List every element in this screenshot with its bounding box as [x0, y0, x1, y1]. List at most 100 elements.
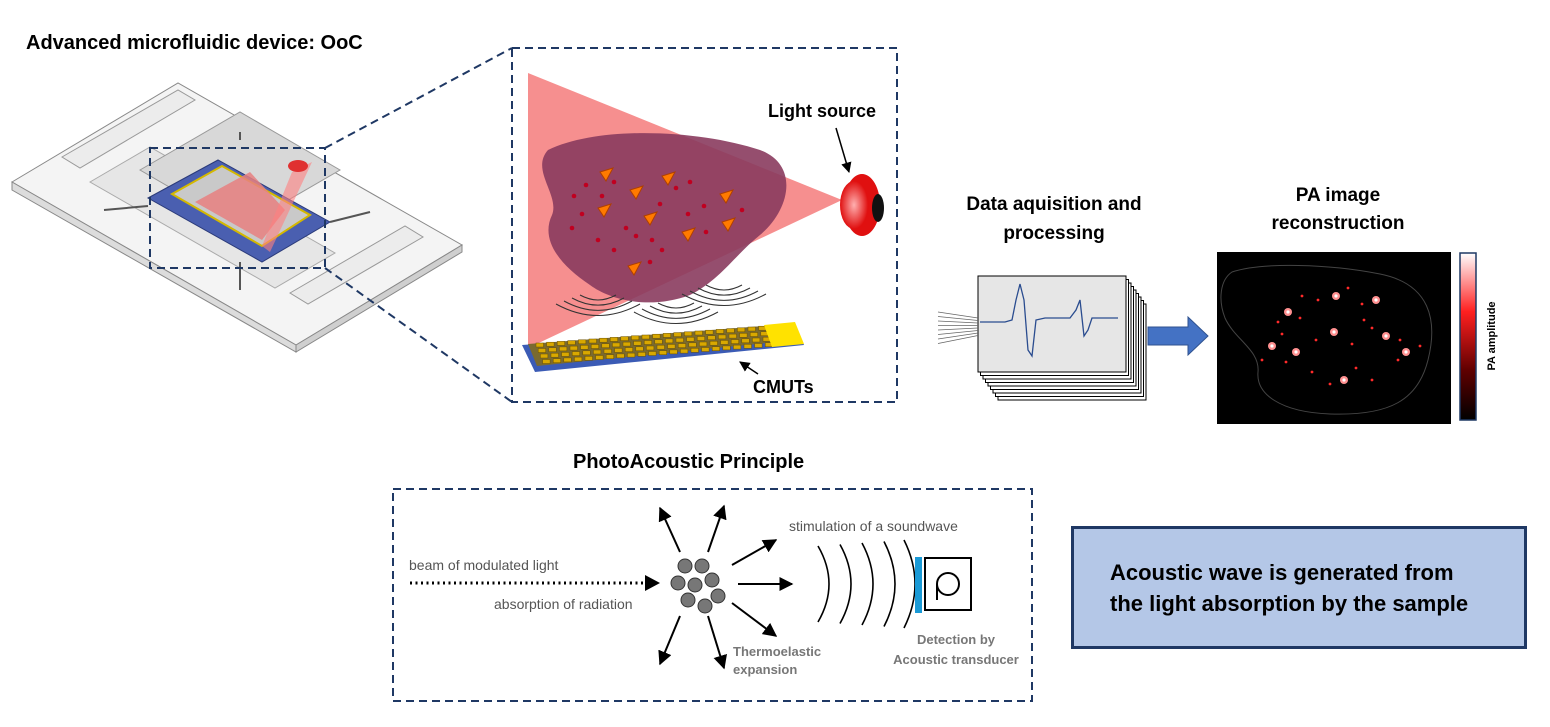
cmut-cell: [537, 348, 546, 353]
cmut-cell: [561, 352, 570, 357]
absorber-dot: [595, 237, 601, 243]
stimulation-label: stimulation of a soundwave: [789, 518, 958, 534]
cmut-cell: [595, 355, 604, 360]
pa-dot: [1276, 320, 1280, 324]
cell-icon: [719, 189, 735, 204]
cmut-cell: [658, 350, 667, 355]
channel-line: [937, 332, 979, 340]
pa-dot: [1418, 344, 1422, 348]
channel-line: [937, 320, 979, 324]
cmut-cell: [631, 335, 640, 341]
cmut-cell: [711, 346, 720, 351]
detection-label-line2: Acoustic transducer: [893, 652, 1019, 667]
absorber-dot: [685, 211, 691, 217]
pa-dot: [1370, 378, 1374, 382]
pa-dot: [1396, 358, 1400, 362]
cmut-cell: [720, 340, 729, 345]
cmut-cell: [548, 347, 557, 352]
pa-spot-core: [1286, 310, 1290, 314]
absorber-dot: [739, 207, 745, 213]
pa-spot-core: [1374, 298, 1378, 302]
cmut-cell: [715, 329, 724, 334]
cmut-cell: [662, 333, 671, 338]
cmut-array-icon: [522, 322, 804, 372]
cmut-cell: [605, 354, 614, 359]
cmut-cell: [648, 351, 657, 356]
zoom-panel: Light source CMUTs: [511, 47, 898, 403]
pa-dot: [1370, 326, 1374, 330]
note-text: Acoustic wave is generated from the ligh…: [1110, 557, 1468, 619]
pa-spot-core: [1384, 334, 1388, 338]
cmut-cell: [582, 350, 591, 356]
cmut-cell: [699, 341, 708, 347]
cmut-cell: [641, 334, 650, 340]
cmut-cell: [686, 337, 695, 342]
wave-arc: [633, 311, 719, 325]
cmut-cell: [542, 359, 551, 364]
cmut-cell: [601, 343, 610, 348]
microfluidic-device-icon: [11, 82, 463, 353]
cell-icon: [627, 261, 643, 276]
process-arrow-icon: [1147, 315, 1209, 357]
cmut-cell: [730, 339, 739, 344]
cell-icon: [643, 211, 659, 226]
cmut-cell: [614, 348, 623, 353]
wave-arc: [641, 308, 711, 319]
note-line1: Acoustic wave is generated from: [1110, 559, 1454, 585]
pa-image: [1217, 252, 1451, 424]
cmut-cell: [609, 337, 618, 342]
absorber-dot: [579, 211, 585, 217]
cell-icon: [721, 217, 737, 232]
cmut-cell: [616, 353, 625, 359]
signal-sheet-front: [977, 275, 1127, 373]
absorber-dot: [623, 225, 629, 231]
pa-dot: [1346, 286, 1350, 290]
cmut-cell: [540, 353, 549, 359]
absorber-dot: [701, 203, 707, 209]
transducer-icon: [915, 557, 972, 613]
cmut-cell: [635, 346, 644, 352]
absorber-dot: [647, 259, 653, 265]
cmut-cell: [705, 329, 714, 335]
cmut-cell: [694, 330, 703, 336]
cmut-cell: [559, 346, 568, 352]
cmut-cell: [556, 341, 565, 346]
pa-dot: [1360, 302, 1364, 306]
cmut-cell: [749, 332, 758, 337]
cmuts-label: CMUTs: [753, 377, 814, 397]
pa-spot-core: [1342, 378, 1346, 382]
cmut-cell: [728, 333, 737, 339]
cmut-cell: [688, 342, 697, 348]
principle-title: PhotoAcoustic Principle: [573, 451, 804, 473]
wave-arc: [555, 303, 641, 317]
wave-arc: [705, 284, 743, 291]
light-source-icon: [840, 174, 884, 236]
pa-dot: [1298, 316, 1302, 320]
thermo-label-line2: expansion: [733, 662, 797, 677]
channel-line: [937, 327, 979, 331]
absorber-dot: [657, 201, 663, 207]
cell-icon: [681, 227, 697, 242]
cmut-cell: [574, 356, 583, 362]
cmut-cell: [627, 352, 636, 358]
pa-dot: [1362, 318, 1366, 322]
cmut-cell: [588, 338, 597, 344]
pa-spot-core: [1332, 330, 1336, 334]
wave-arc: [579, 294, 617, 301]
cmut-cell: [643, 340, 652, 345]
pa-spot-core: [1334, 294, 1338, 298]
cell-icon: [599, 167, 615, 182]
cmut-cell: [637, 352, 646, 357]
cmut-cell: [550, 352, 559, 358]
wave-arc: [563, 300, 633, 311]
sound-arc: [817, 545, 830, 623]
cmut-cell: [696, 336, 705, 341]
cmut-cell: [569, 345, 578, 351]
absorber-dot: [611, 179, 617, 185]
cmut-cell: [669, 349, 678, 355]
cmut-cell: [646, 345, 655, 351]
channel-line: [937, 311, 979, 319]
cmut-cell: [624, 347, 633, 352]
pa-dot: [1316, 298, 1320, 302]
